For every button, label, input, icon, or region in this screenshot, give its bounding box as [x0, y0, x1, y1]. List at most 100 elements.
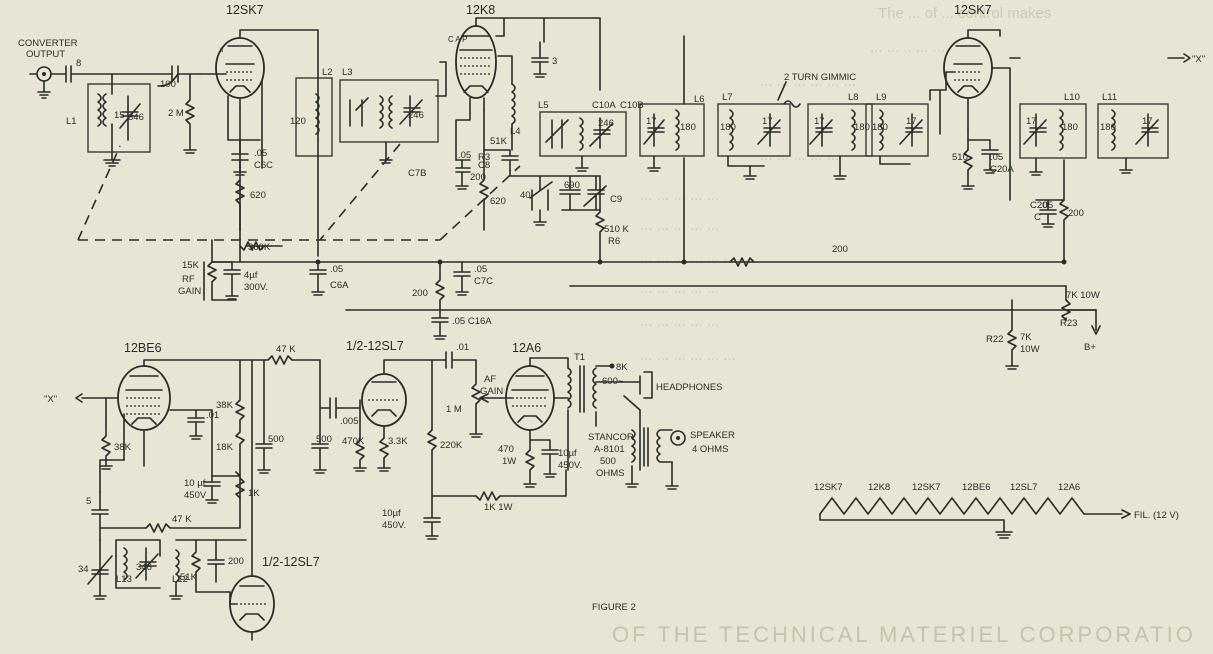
- l13-tuned-circuit: L13 346: [115, 539, 161, 589]
- x-input-label: "X": [44, 394, 57, 405]
- c17e-label: 17: [1026, 116, 1037, 127]
- c6c-label: C6C: [254, 160, 273, 171]
- r15k-label: 15K: [182, 260, 200, 271]
- fil-12be6-label: 12BE6: [962, 482, 991, 493]
- c690-label: 690: [564, 180, 580, 191]
- c01b-label: .01: [456, 342, 469, 353]
- tube-v6-label: 12A6: [512, 341, 541, 355]
- c200a-label: 200: [470, 172, 486, 183]
- tube-v1-12sk7: 12SK7 3: [199, 3, 319, 231]
- c17a-label: 17: [646, 116, 657, 127]
- bg-line-8: ... ... ... ... ...: [640, 280, 719, 297]
- tube-v4-label: 12BE6: [124, 341, 162, 355]
- v450c-label: 450V.: [558, 460, 582, 471]
- fil-12k8-label: 12K8: [868, 482, 890, 493]
- c346b-label: 346: [136, 562, 152, 573]
- converter-label: CONVERTER: [18, 38, 78, 49]
- r51k-label: 51K: [490, 136, 508, 147]
- l4-label: L4: [510, 126, 521, 137]
- fil-12sl7-label: 12SL7: [1010, 482, 1037, 493]
- r2m-label: 2 M: [168, 108, 184, 119]
- speaker-transformer: SPEAKER 4 OHMS STANCOR A-8101 500 OHMS: [588, 427, 735, 490]
- v300-label: 300V.: [244, 282, 268, 293]
- c17c-label: 17: [814, 116, 825, 127]
- c10a-label: C10A: [592, 100, 616, 111]
- tube-v3-12sk7: 12SK7: [929, 3, 1011, 201]
- r360k-label: 360K: [248, 242, 271, 253]
- af-label: AF: [484, 374, 496, 385]
- c05e-label: .05: [330, 264, 343, 275]
- gain-label: GAIN: [178, 286, 201, 297]
- bg-line-10: ... ... ... ... ... ...: [640, 347, 736, 364]
- c5-label: 5: [86, 496, 91, 507]
- headphones-jack: HEADPHONES: [621, 371, 723, 471]
- speaker-label: SPEAKER: [690, 430, 735, 441]
- c10uf-label: 10 µf: [184, 478, 206, 489]
- l7-tuned-circuit: L7 180 17: [717, 92, 791, 180]
- tube-v7-label: 1/2-12SL7: [262, 555, 320, 569]
- l2-label: L2: [322, 67, 333, 78]
- c10ufb-label: 10µf: [382, 508, 401, 519]
- x-output-label: "X": [1192, 54, 1205, 65]
- r620b-label: 620: [490, 196, 506, 207]
- c7b-label: C7B: [408, 168, 426, 179]
- c500a-label: 500: [268, 434, 284, 445]
- converter-output-jack: CONVERTER OUTPUT 8: [18, 38, 113, 99]
- c34-label: 34: [78, 564, 89, 575]
- bg-line-1: The ... of ... control makes: [878, 5, 1051, 22]
- c180d-label: 180: [872, 122, 888, 133]
- c180a-label: 180: [680, 122, 696, 133]
- c8-label: 8: [76, 58, 81, 69]
- rf-label: RF: [182, 274, 195, 285]
- c9-label: C9: [610, 194, 622, 205]
- tube-v5-label: 1/2-12SL7: [346, 339, 404, 353]
- l5-tuned-circuit: L5 C10A C10B 246: [538, 100, 644, 172]
- c8b-label: C8: [478, 160, 490, 171]
- l10-label: L10: [1064, 92, 1080, 103]
- tube-v6-12a6: 12A6: [499, 341, 569, 451]
- c40-label: 40: [520, 190, 531, 201]
- r51kb-label: 51K: [180, 572, 198, 583]
- fil-12a6-label: 12A6: [1058, 482, 1080, 493]
- l8-tuned-circuit: L8 17 180: [807, 92, 873, 180]
- tube-v7-12sl7: 1/2-12SL7: [229, 359, 320, 641]
- l1-tuned-circuit: L1 15 346: [66, 73, 151, 167]
- tube-v3-label: 12SK7: [954, 3, 992, 17]
- r620-label: 620: [250, 190, 266, 201]
- fil-label: FIL. (12 V): [1134, 510, 1179, 521]
- c3-label: 3: [552, 56, 557, 67]
- l6-tuned-circuit: L6 17 180: [639, 35, 705, 263]
- ohms4-label: 4 OHMS: [692, 444, 728, 455]
- tube-v2-label: 12K8: [466, 3, 495, 17]
- gang-link-left: [77, 143, 521, 241]
- r7k10w-label: 7K 10W: [1066, 290, 1100, 301]
- r1k-label: 1K: [248, 488, 260, 499]
- c6a-label: C6A: [330, 280, 349, 291]
- l11-label: L11: [1102, 92, 1117, 103]
- r510k-label: 510 K: [604, 224, 629, 235]
- l8-label: L8: [848, 92, 859, 103]
- r1k1w-label: 1K 1W: [484, 502, 513, 513]
- r38kb-label: 38K: [216, 400, 234, 411]
- c05b-label: .05: [458, 150, 471, 161]
- filament-chain: 12SK7 12K8 12SK7 12BE6 12SL7 12A6 FIL. (…: [814, 482, 1179, 539]
- c120-label: 120: [290, 116, 306, 127]
- l12-label: L12: [172, 574, 188, 585]
- r23-label: R23: [1060, 318, 1077, 329]
- output-label: OUTPUT: [26, 49, 65, 60]
- l12-tuned-circuit: L12: [169, 539, 247, 600]
- c20c2-label: C: [1034, 212, 1041, 223]
- r220k-label: 220K: [440, 440, 463, 451]
- c180c-label: 180: [854, 122, 870, 133]
- c246a-label: 246: [408, 110, 424, 121]
- c05c-label: .05: [990, 152, 1003, 163]
- c4uf-label: 4µf: [244, 270, 258, 281]
- l11-tuned-circuit: L11 180 17: [1097, 92, 1169, 174]
- v1-pin-label: 3: [220, 48, 224, 54]
- r1m-label: 1 M: [446, 404, 462, 415]
- l2-tuned-circuit: L2 120: [290, 67, 333, 257]
- bg-line-9: ... ... ... ... ...: [640, 313, 719, 330]
- r10w-label: 10W: [1020, 344, 1040, 355]
- r47kb-label: 47 K: [172, 514, 192, 525]
- c05a-label: .05: [254, 148, 267, 159]
